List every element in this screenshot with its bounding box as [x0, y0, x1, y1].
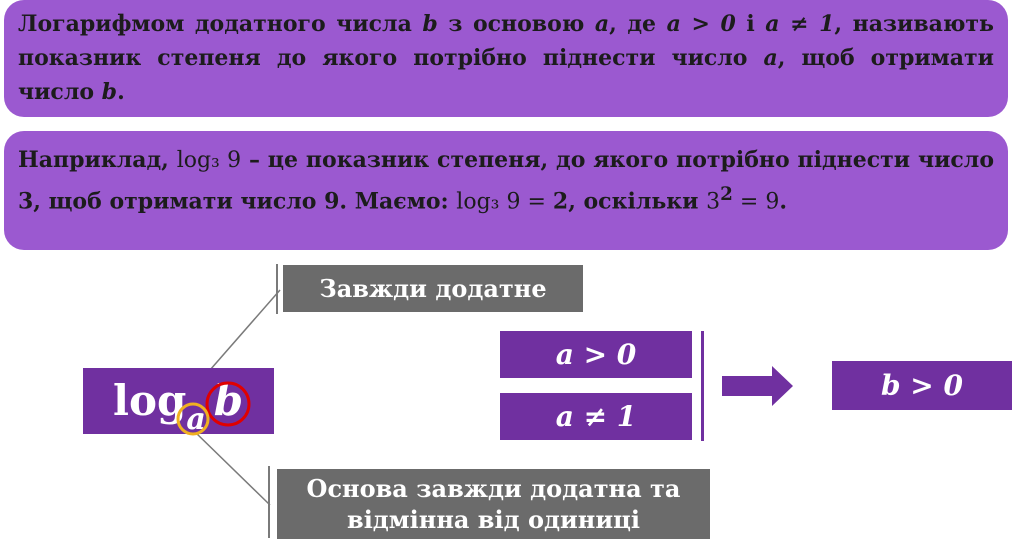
var-b-2: b	[101, 79, 118, 105]
example-log-2: log₃ 9 =	[456, 189, 553, 215]
var-a: a	[594, 11, 610, 37]
example-text-4: .	[779, 188, 787, 215]
var-a-2: a	[763, 45, 778, 71]
log-label: log	[113, 376, 187, 425]
example-log-1: log₃ 9	[176, 148, 242, 173]
example-power-exp: 2	[720, 184, 733, 205]
example-text-3: , оскільки	[568, 188, 707, 215]
definition-text-5: , називають показник степеня до якого по…	[18, 11, 994, 71]
var-b: b	[422, 11, 438, 37]
condition-a-not-one-text: a ≠ 1	[555, 400, 637, 433]
connector-bottom	[194, 431, 271, 506]
condition-divider	[701, 331, 704, 441]
arrow-right-icon	[722, 366, 793, 406]
bracket-top	[276, 264, 278, 314]
log-base: a	[186, 402, 206, 437]
connector-top	[209, 289, 281, 371]
definition-text-2: з основою	[437, 11, 595, 37]
note-base-condition: Основа завжди додатна та відмінна від од…	[277, 469, 710, 539]
result-box: b > 0	[832, 361, 1012, 410]
bracket-bottom	[268, 466, 270, 538]
definition-text-6: , щоб отримати число	[18, 45, 994, 105]
base-circle	[176, 402, 210, 436]
example-text-2: – це показник степеня, до якого потрібно…	[18, 147, 994, 215]
condition-a-not-one-box: a ≠ 1	[500, 393, 692, 440]
result-text: b > 0	[880, 369, 964, 402]
condition-a-positive-box: a > 0	[500, 331, 692, 378]
example-eq: = 9	[732, 189, 780, 215]
definition-text-3: , де	[609, 11, 667, 37]
example-box: Наприклад, log₃ 9 – це показник степеня,…	[4, 131, 1008, 250]
note-always-positive: Завжди додатне	[283, 265, 583, 312]
example-two: 2	[552, 188, 569, 215]
definition-text-7: .	[117, 79, 125, 105]
definition-text-4: і	[735, 11, 766, 37]
condition-a-positive: a > 0	[666, 11, 736, 37]
condition-a-not-one: a ≠ 1	[765, 11, 835, 37]
argument-circle	[205, 381, 251, 427]
note-base-line1: Основа завжди додатна та	[306, 474, 681, 503]
example-power-base: 3	[706, 189, 721, 215]
condition-a-positive-text: a > 0	[555, 338, 637, 371]
note-base-line2: відмінна від одиниці	[347, 505, 640, 534]
example-text-1: Наприклад,	[18, 147, 177, 173]
definition-text-1: Логарифмом додатного числа	[18, 11, 423, 37]
definition-box: Логарифмом додатного числа b з основою a…	[4, 0, 1008, 117]
